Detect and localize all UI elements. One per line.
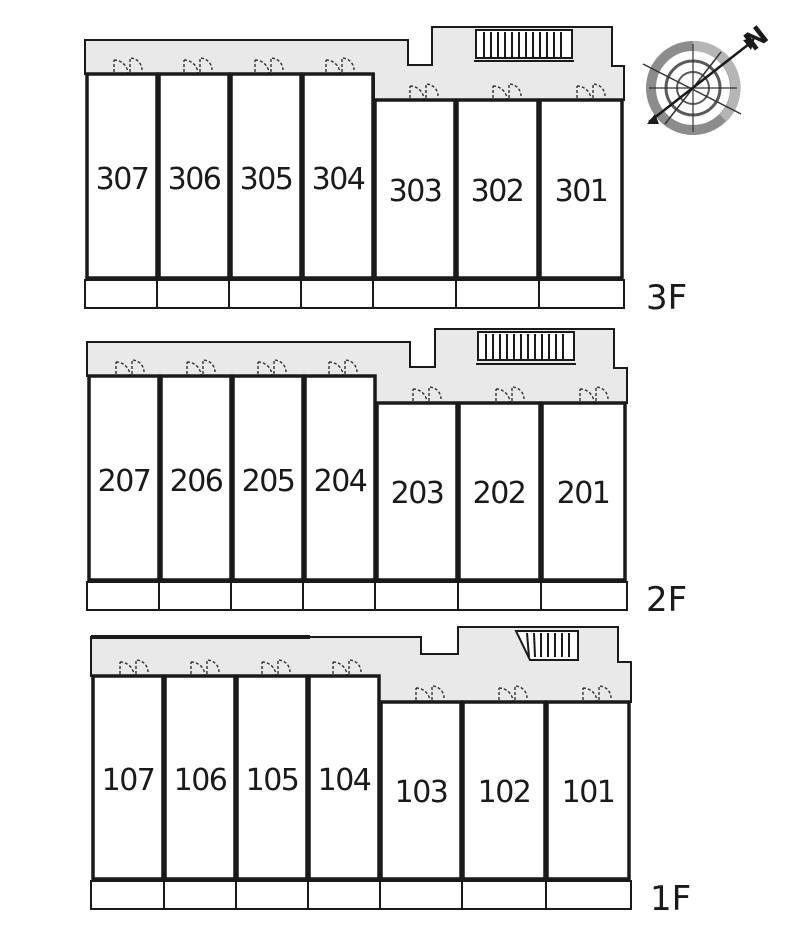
room-2f-2 [159,374,233,582]
room-label: 203 [391,476,444,511]
staircase-1f [514,630,579,661]
room-label: 102 [478,775,531,810]
balconies-1f [90,880,632,910]
room-1f-1 [91,674,165,881]
room-2f-6 [457,401,542,582]
room-label: 306 [168,162,221,197]
room-label: 205 [242,464,295,499]
room-2f-1 [87,374,161,582]
floor-2f: 207 206 205 204 203 202 201 2F [86,328,687,620]
room-label: 207 [98,464,151,499]
room-label: 204 [314,464,367,499]
room-label: 103 [395,775,448,810]
room-label: 303 [389,174,442,209]
floor-label: 1F [650,879,691,919]
floor-3f: 307 306 305 304 303 302 301 3F [84,26,687,318]
room-3f-4 [301,72,375,280]
doors-1f [119,659,612,703]
room-3f-1 [85,72,159,280]
room-label: 101 [562,775,615,810]
room-1f-4 [307,674,381,881]
room-2f-5 [375,401,459,582]
doors-3f [113,57,606,101]
room-label: 107 [102,763,155,798]
staircase-2f [476,331,576,365]
room-label: 206 [170,464,223,499]
room-label: 104 [318,763,371,798]
room-3f-7 [538,98,624,280]
room-label: 307 [96,162,149,197]
room-3f-5 [373,98,457,280]
room-label: 302 [471,174,524,209]
balconies-3f [84,279,625,309]
room-3f-3 [229,72,303,280]
doors-2f [115,359,609,404]
floor-label: 2F [646,580,687,620]
room-2f-3 [231,374,305,582]
balconies-2f [86,581,628,611]
floor-label: 3F [646,278,687,318]
compass-icon: N [642,20,775,135]
room-1f-6 [461,700,547,881]
room-label: 202 [473,476,526,511]
room-1f-3 [235,674,309,881]
staircase-3f [474,29,574,62]
north-label: N [739,20,775,57]
room-label: 201 [557,476,610,511]
room-label: 304 [312,162,365,197]
room-1f-2 [163,674,237,881]
room-2f-4 [303,374,377,582]
room-2f-7 [540,401,627,582]
room-3f-2 [157,72,231,280]
room-label: 106 [174,763,227,798]
room-label: 305 [240,162,293,197]
room-1f-5 [379,700,463,881]
room-label: 105 [246,763,299,798]
room-3f-6 [455,98,540,280]
room-label: 301 [555,174,608,209]
room-1f-7 [545,700,631,881]
floor-1f: 107 106 105 104 103 102 101 1F [90,626,691,919]
